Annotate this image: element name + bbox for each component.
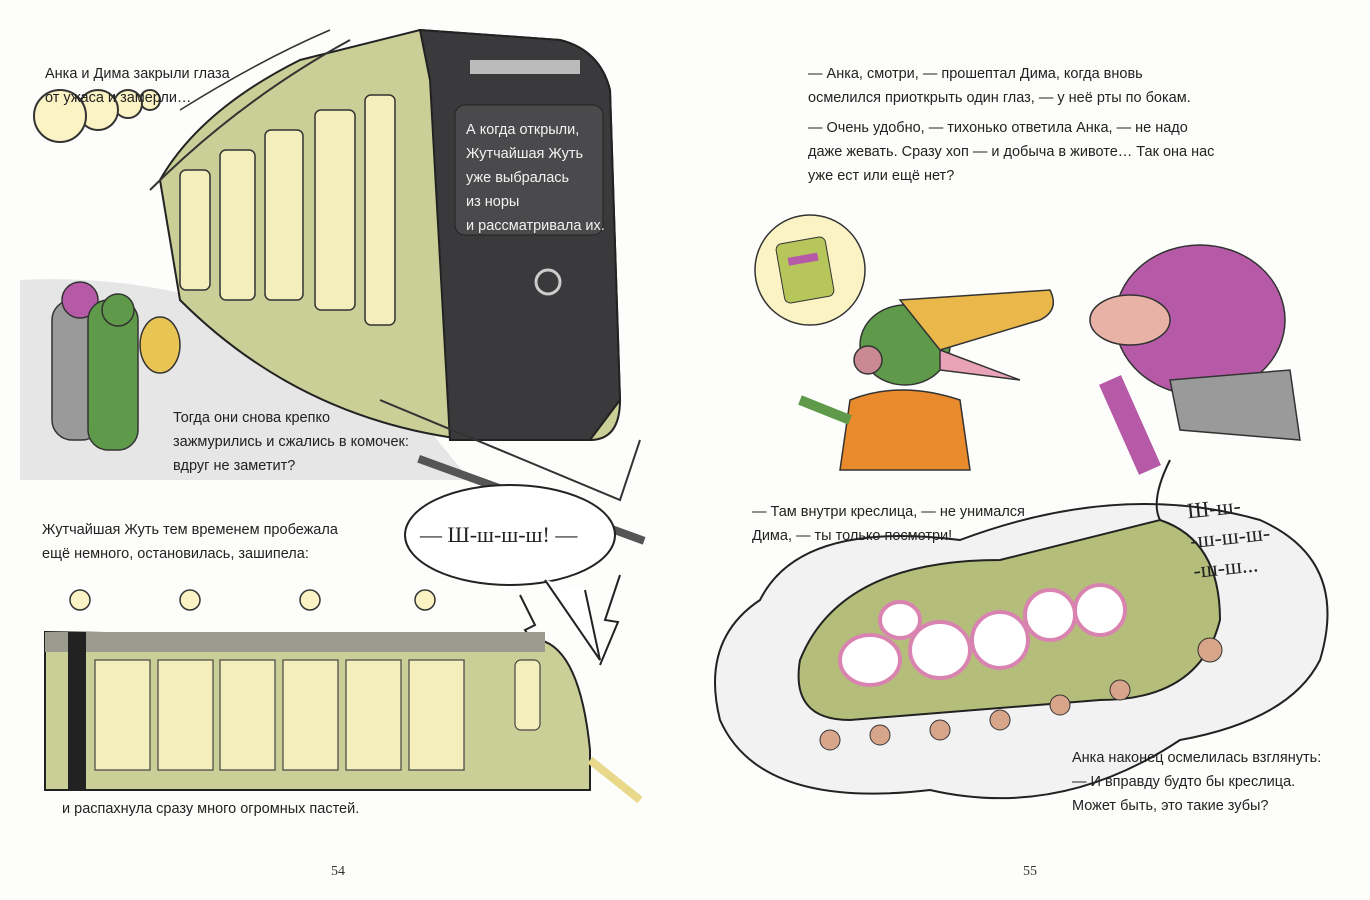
run-line: Жутчайшая Жуть тем временем пробежала [42, 522, 338, 538]
monster-train-thought-bubble [714, 459, 1329, 800]
seat-thought-illustration [754, 214, 866, 326]
run-text: Жутчайшая Жуть тем временем пробежала ещ… [42, 518, 338, 566]
inside-line: — Там внутри креслица, — не унимался [752, 504, 1025, 520]
hug-line: вдруг не заметит? [173, 458, 296, 474]
hug-line: зажмурились и сжались в комочек: [173, 434, 409, 450]
dialogue-line: уже ест или ещё нет? [808, 168, 955, 184]
screen-line: и рассматривала их. [466, 218, 605, 234]
screen-line: уже выбралась [466, 170, 570, 186]
dima-crocodile-illustration [798, 289, 1055, 471]
dialogue-text: — Анка, смотри, — прошептал Дима, когда … [808, 62, 1214, 188]
anka-and-dima-hugging-illustration [51, 281, 181, 451]
hug-text: Тогда они снова крепко зажмурились и сжа… [173, 406, 409, 478]
intro-line-2: от ужаса и замерли… [45, 90, 192, 106]
screen-line: Жутчайшая Жуть [466, 146, 584, 162]
train-screen-text: А когда открыли, Жутчайшая Жуть уже выбр… [466, 118, 605, 238]
inside-text: — Там внутри креслица, — не унимался Дим… [752, 500, 1025, 548]
page-number-right: 55 [1023, 864, 1037, 879]
right-hiss-text: Ш-ш- -ш-ш-ш- -ш-ш... [1185, 492, 1272, 583]
intro-text: Анка и Дима закрыли глаза от ужаса и зам… [45, 62, 230, 110]
final-line: Анка наконец осмелилась взглянуть: [1072, 750, 1322, 766]
dialogue-line: даже жевать. Сразу хоп — и добыча в живо… [808, 144, 1215, 160]
dialogue-line: — Очень удобно, — тихонько ответила Анка… [808, 120, 1188, 136]
final-line: Может быть, это такие зубы? [1072, 798, 1269, 814]
platform-lamps-illustration [33, 89, 161, 143]
hug-line: Тогда они снова крепко [173, 410, 331, 426]
metro-train-side-illustration [44, 589, 643, 804]
anka-monster-illustration [1089, 244, 1301, 475]
page-number-left: 54 [331, 864, 345, 879]
hiss-speech-bubble [404, 484, 621, 666]
final-line: — И вправду будто бы креслица. [1072, 774, 1296, 790]
intro-line-1: Анка и Дима закрыли глаза [45, 66, 230, 82]
bottom-text: и распахнула сразу много огромных пастей… [62, 801, 360, 817]
screen-line: из норы [466, 194, 520, 210]
inside-line: Дима, — ты только посмотри! [752, 528, 953, 544]
screen-line: А когда открыли, [466, 122, 580, 138]
dialogue-line: осмелился приоткрыть один глаз, — у неё … [808, 90, 1191, 106]
left-hiss-text: — Ш-ш-ш-ш! — [420, 522, 578, 547]
dialogue-line: — Анка, смотри, — прошептал Дима, когда … [808, 66, 1143, 82]
final-text: Анка наконец осмелилась взглянуть: — И в… [1072, 746, 1321, 818]
run-line: ещё немного, остановилась, зашипела: [42, 546, 309, 562]
